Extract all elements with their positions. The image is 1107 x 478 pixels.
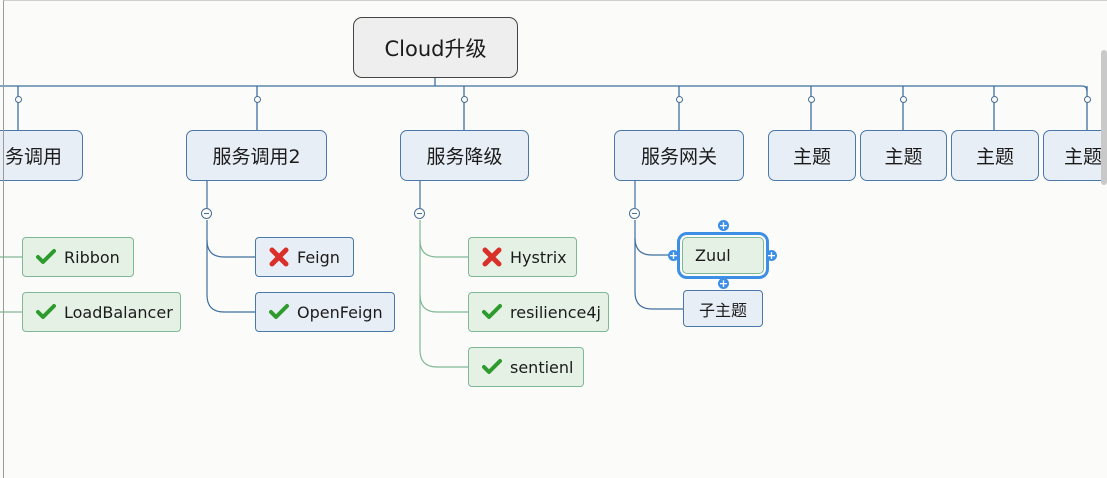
subtopic-hystrix[interactable]: Hystrix [468,237,577,277]
subtopic-label: Ribbon [64,247,120,267]
main-topic-label: 主题 [975,146,1014,168]
main-topic-service-degrade[interactable]: 服务降级 [400,130,529,181]
vertical-scrollbar[interactable] [1101,50,1107,185]
main-topic-service-gateway[interactable]: 服务网关 [614,130,744,181]
subtopic-label: 子主题 [698,300,747,320]
collapse-toggle-icon[interactable] [201,208,212,219]
collapse-toggle-icon[interactable] [629,208,640,219]
subtopic-zuul[interactable]: Zuul [677,232,769,279]
child-connector [419,295,468,368]
add-topic-handle-top[interactable]: + [718,219,729,232]
subtopic-label: OpenFeign [297,302,383,322]
bus-junction-dot [676,96,683,103]
main-topic-label: 务调用 [4,146,62,168]
check-mark-icon [269,302,289,322]
main-bus-line [0,85,1088,92]
bus-junction-dot [900,96,907,103]
subtopic-ribbon[interactable]: Ribbon [22,237,134,277]
main-topic-label: 主题 [884,146,923,168]
main-topic-service-call[interactable]: 务调用 [0,130,83,181]
main-topic-placeholder[interactable]: 主题 [1043,130,1107,181]
subtopic-openfeign[interactable]: OpenFeign [255,292,395,332]
subtopic-label: Hystrix [510,247,567,267]
subtopic-feign[interactable]: Feign [255,237,354,277]
main-topic-label: 服务降级 [426,146,503,168]
bus-junction-dot [15,96,22,103]
main-topic-label: 服务网关 [640,146,717,168]
check-mark-icon [482,357,502,377]
check-mark-icon [36,247,56,267]
cross-mark-icon [482,247,502,267]
bus-junction-dot [991,96,998,103]
cross-mark-icon [269,247,289,267]
subtopic-resilience4j[interactable]: resilience4j [468,292,609,332]
collapse-toggle-icon[interactable] [414,208,425,219]
main-topic-label: 主题 [1064,146,1103,168]
main-topic-placeholder[interactable]: 主题 [768,130,856,181]
child-connector [206,240,255,313]
bus-junction-dot [808,96,815,103]
subtopic-child-topic[interactable]: 子主题 [683,290,763,327]
subtopic-label: resilience4j [510,302,601,322]
bus-junction-dot [254,96,261,103]
subtopic-sentienl[interactable]: sentienl [468,347,584,387]
check-mark-icon [36,302,56,322]
subtopic-label: Zuul [695,246,731,265]
child-connector [634,238,683,310]
main-topic-placeholder[interactable]: 主题 [860,130,947,181]
main-topic-placeholder[interactable]: 主题 [951,130,1039,181]
root-topic-label: Cloud升级 [384,36,487,61]
root-topic[interactable]: Cloud升级 [353,17,518,78]
main-topic-label: 主题 [792,146,831,168]
main-topic-service-call-2[interactable]: 服务调用2 [186,130,327,181]
add-topic-handle-left[interactable]: + [668,249,679,262]
child-connector [206,220,255,258]
main-topic-label: 服务调用2 [212,146,301,168]
child-connector [419,220,468,258]
subtopic-label: LoadBalancer [64,302,173,322]
add-topic-handle-bottom[interactable]: + [718,277,729,290]
child-connector [419,240,468,313]
subtopic-loadbalancer[interactable]: LoadBalancer [22,292,181,332]
bus-junction-dot [461,96,468,103]
check-mark-icon [482,302,502,322]
bus-junction-dot [1084,96,1091,103]
add-topic-handle-right[interactable]: + [766,249,777,262]
subtopic-label: Feign [297,247,340,267]
subtopic-label: sentienl [510,357,574,377]
